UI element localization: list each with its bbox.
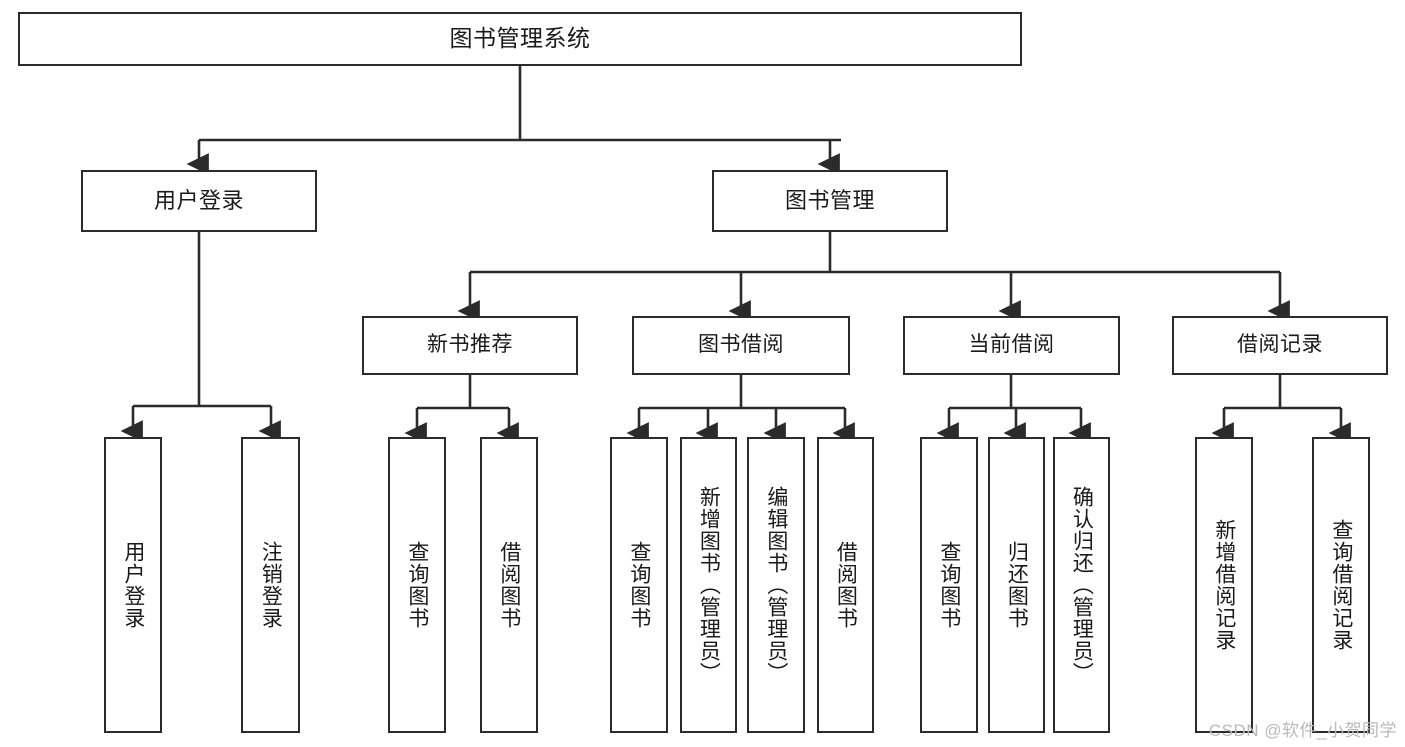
leaf-new-book-borrow[interactable]: 借阅图书 — [480, 437, 538, 733]
node-label: 归还图书 — [1005, 541, 1029, 629]
node-user-login[interactable]: 用户登录 — [81, 170, 317, 232]
node-label: 编辑图书（管理员） — [764, 486, 788, 684]
node-current-borrowing[interactable]: 当前借阅 — [903, 316, 1120, 375]
node-label: 图书管理系统 — [449, 25, 591, 52]
leaf-current-borrow-confirm-return-admin[interactable]: 确认归还（管理员） — [1053, 437, 1110, 733]
node-label: 图书管理 — [784, 188, 875, 214]
node-label: 借阅记录 — [1237, 333, 1323, 357]
node-label: 查询图书 — [405, 541, 429, 629]
node-label: 新书推荐 — [427, 333, 513, 357]
node-label: 图书借阅 — [698, 333, 784, 357]
csdn-watermark: CSDN @软件_小贺同学 — [1208, 721, 1397, 740]
node-new-book-recommendation[interactable]: 新书推荐 — [362, 316, 578, 375]
node-label: 注销登录 — [259, 541, 283, 629]
node-book-borrowing[interactable]: 图书借阅 — [632, 316, 850, 375]
leaf-user-login-login[interactable]: 用户登录 — [104, 437, 162, 733]
leaf-user-login-logout[interactable]: 注销登录 — [241, 437, 300, 733]
leaf-book-borrow-edit-book-admin[interactable]: 编辑图书（管理员） — [747, 437, 805, 733]
leaf-current-borrow-query[interactable]: 查询图书 — [920, 437, 978, 733]
leaf-book-borrow-borrow-book[interactable]: 借阅图书 — [817, 437, 874, 733]
leaf-borrow-record-add[interactable]: 新增借阅记录 — [1195, 437, 1253, 733]
node-label: 查询借阅记录 — [1329, 519, 1353, 651]
node-label: 新增图书（管理员） — [697, 486, 721, 684]
node-label: 查询图书 — [937, 541, 961, 629]
leaf-borrow-record-query[interactable]: 查询借阅记录 — [1312, 437, 1370, 733]
leaf-book-borrow-add-book-admin[interactable]: 新增图书（管理员） — [680, 437, 737, 733]
node-label: 新增借阅记录 — [1212, 519, 1236, 651]
node-label: 当前借阅 — [968, 333, 1055, 357]
node-library-management-system[interactable]: 图书管理系统 — [18, 12, 1022, 66]
node-label: 查询图书 — [627, 541, 651, 629]
node-label: 用户登录 — [121, 541, 145, 629]
node-label: 借阅图书 — [834, 541, 858, 629]
leaf-new-book-query[interactable]: 查询图书 — [388, 437, 446, 733]
leaf-book-borrow-query[interactable]: 查询图书 — [610, 437, 668, 733]
node-book-management[interactable]: 图书管理 — [712, 170, 948, 232]
node-borrowing-record[interactable]: 借阅记录 — [1172, 316, 1388, 375]
leaf-current-borrow-return[interactable]: 归还图书 — [988, 437, 1045, 733]
node-label: 借阅图书 — [497, 541, 521, 629]
node-label: 确认归还（管理员） — [1070, 486, 1094, 684]
node-label: 用户登录 — [153, 188, 244, 214]
